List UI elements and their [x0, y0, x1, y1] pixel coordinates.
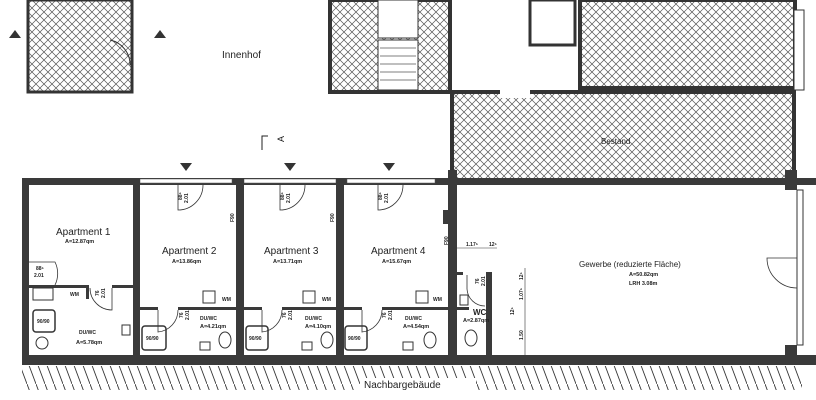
- bath-2-area: A=4.21qm: [200, 324, 226, 330]
- door-height: 2.01: [34, 273, 44, 279]
- door-width: 88⁵: [280, 191, 286, 200]
- fire-rating: F90: [330, 213, 336, 222]
- apartment-3-name: Apartment 3: [264, 246, 319, 257]
- wc-name: WC: [473, 308, 487, 317]
- door-height: 2.01: [184, 193, 190, 203]
- bath-4-area: A=4.54qm: [403, 324, 429, 330]
- bath-2-name: DU/WC: [200, 316, 217, 322]
- door-height: 2.01: [384, 193, 390, 203]
- bath-door-height: 2.01: [101, 288, 107, 298]
- door-height: 2.01: [286, 193, 292, 203]
- courtyard-label: Innenhof: [222, 50, 261, 61]
- commercial-height: LRH 3.08m: [629, 281, 658, 287]
- existing-building-upper: [328, 0, 805, 182]
- bath-door-height: 2.01: [185, 310, 191, 320]
- dimension-1: 1.17⁵: [466, 242, 479, 248]
- shower-label: 90/90: [146, 336, 159, 342]
- commercial-area: A=50.82qm: [629, 272, 658, 278]
- shower-label: 90/90: [348, 336, 361, 342]
- bath-4-name: DU/WC: [405, 316, 422, 322]
- courtyard-structure: [9, 0, 166, 94]
- bath-door-width: 76: [282, 312, 288, 318]
- walls: [22, 170, 816, 365]
- dimension-lines: [457, 247, 526, 355]
- fire-rating: F90: [230, 213, 236, 222]
- apartment-2-area: A=13.86qm: [172, 259, 201, 265]
- bath-1-area: A=5.78qm: [76, 340, 102, 346]
- apartment-1-area: A=12.87qm: [65, 239, 94, 245]
- dimension-5: 1.50: [519, 330, 525, 340]
- apartment-4-name: Apartment 4: [371, 246, 426, 257]
- section-marker: A: [261, 135, 286, 150]
- bath-door-width: 76: [95, 290, 101, 296]
- fire-rating: F90: [444, 236, 450, 245]
- sink-counter: [32, 287, 54, 301]
- shower-label: 90/90: [249, 336, 262, 342]
- apartment-3-area: A=13.71qm: [273, 259, 302, 265]
- door-width: 88⁵: [36, 266, 45, 272]
- apartment-2-name: Apartment 2: [162, 246, 217, 257]
- door-width: 88⁵: [178, 191, 184, 200]
- bath-3-area: A=4.10qm: [305, 324, 331, 330]
- dimension-3: 1.07⁵: [519, 287, 525, 300]
- washer-label: WM: [222, 297, 231, 303]
- apartment-1-name: Apartment 1: [56, 227, 111, 238]
- dimension-4: 12⁵: [510, 306, 516, 315]
- apartment-4-area: A=15.67qm: [382, 259, 411, 265]
- dimension-6: 12⁵: [519, 271, 525, 280]
- neighbour-label-bg: [360, 378, 476, 390]
- washer-label: WM: [70, 292, 79, 298]
- bath-1-name: DU/WC: [79, 330, 96, 336]
- washer-label: WM: [322, 297, 331, 303]
- bath-3-name: DU/WC: [305, 316, 322, 322]
- view-arrow-icon: [180, 163, 395, 171]
- bath-door-width: 76: [382, 312, 388, 318]
- neighbour-label: Nachbargebäude: [364, 380, 441, 391]
- bath-door-width: 76: [179, 312, 185, 318]
- shower-tray: [32, 309, 56, 333]
- bath-door-height: 2.01: [288, 310, 294, 320]
- wc-area: A=2.87qm: [463, 318, 489, 324]
- wc-door-height: 2.01: [481, 276, 487, 286]
- washer-label: WM: [433, 297, 442, 303]
- dimension-2: 12⁵: [489, 242, 498, 248]
- fixtures: [32, 287, 478, 351]
- door-width: 88⁵: [378, 191, 384, 200]
- doors: [29, 184, 798, 333]
- section-marker-label: A: [276, 136, 286, 142]
- shower-label: 90/90: [37, 319, 50, 325]
- existing-label: Bestand: [601, 137, 630, 146]
- bath-door-height: 2.01: [388, 310, 394, 320]
- wc-door-width: 76: [475, 278, 481, 284]
- commercial-name: Gewerbe (reduzierte Fläche): [579, 260, 681, 269]
